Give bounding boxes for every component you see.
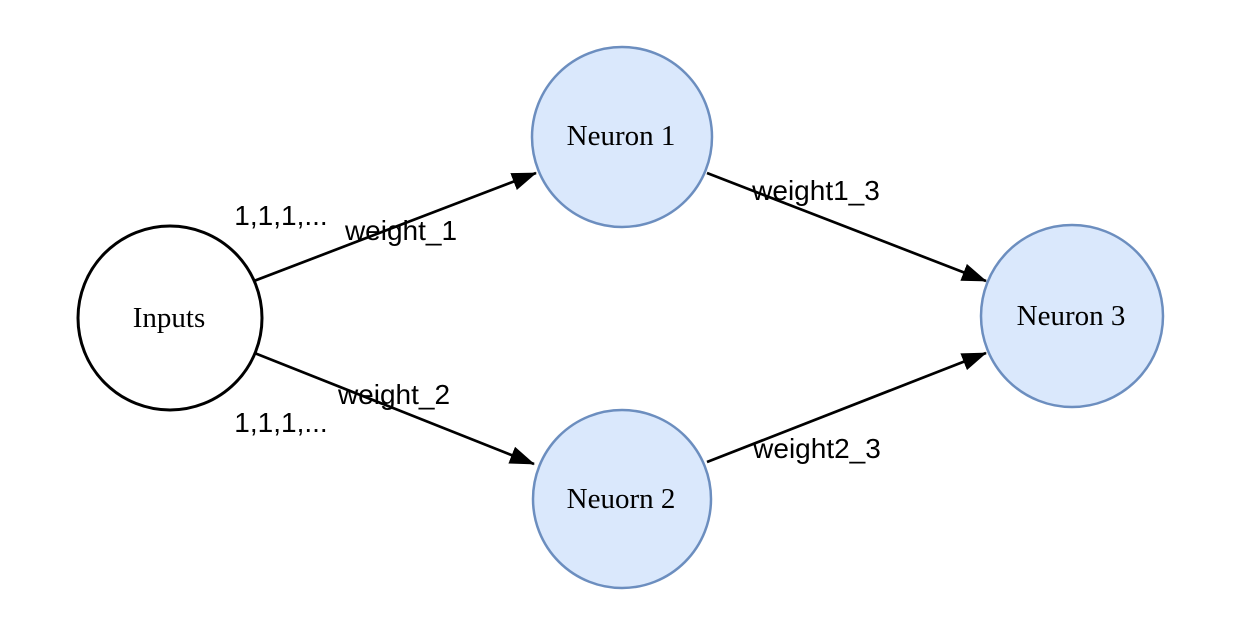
edge-inputs-to-neuron2: weight_2 [251, 350, 535, 466]
edge-line-inputs-to-neuron1 [253, 171, 537, 283]
node-inputs-label: Inputs [133, 302, 206, 334]
edge-line-inputs-to-neuron2 [251, 350, 535, 466]
edge-neuron2-to-neuron3: weight2_3 [706, 351, 987, 464]
node-neuron3: Neuron 3 [979, 223, 1165, 409]
edge-neuron1-to-neuron3: weight1_3 [706, 171, 987, 283]
node-neuron1-label: Neuron 1 [567, 120, 676, 152]
edge-label-weight-1: weight_1 [344, 215, 457, 246]
node-neuron2-label: Neuorn 2 [567, 483, 676, 515]
node-neuron3-label: Neuron 3 [1017, 300, 1126, 332]
node-neuron2-circle [531, 408, 713, 590]
edge-label-weight2-3: weight2_3 [752, 433, 881, 464]
node-neuron2: Neuorn 2 [531, 408, 713, 590]
node-inputs: Inputs [76, 224, 264, 412]
edge-label-weight-2: weight_2 [337, 379, 450, 410]
annotation-input-stream-top: 1,1,1,... [234, 200, 327, 231]
node-neuron1: Neuron 1 [530, 45, 714, 229]
node-neuron1-circle [530, 45, 714, 229]
edge-line-neuron2-to-neuron3 [706, 351, 987, 464]
edge-inputs-to-neuron1: weight_1 [253, 171, 537, 283]
annotation-input-stream-bottom: 1,1,1,... [234, 407, 327, 438]
node-inputs-circle [76, 224, 264, 412]
node-neuron3-circle [979, 223, 1165, 409]
edge-label-weight1-3: weight1_3 [751, 175, 880, 206]
edge-line-neuron1-to-neuron3 [706, 171, 987, 283]
